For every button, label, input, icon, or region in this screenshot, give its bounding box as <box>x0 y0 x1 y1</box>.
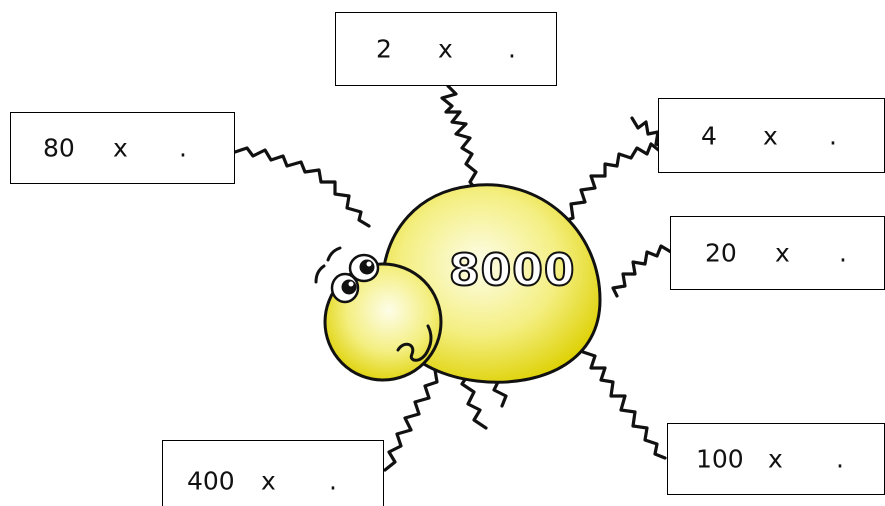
leg-bottom-mid2 <box>492 376 508 408</box>
box-bottom-right-dot: . <box>836 444 844 474</box>
box-bottom-left-number: 400 <box>187 466 235 496</box>
leg-right-top-tip <box>630 116 668 150</box>
center-number: 8000 <box>448 245 576 297</box>
box-left-dot: . <box>179 133 187 163</box>
box-right-mid-number: 20 <box>705 238 737 268</box>
box-left-times: x <box>113 133 128 163</box>
expr-box-bottom-right: 100 x . <box>667 423 885 495</box>
expr-box-right-mid: 20 x . <box>670 216 885 290</box>
box-right-top-times: x <box>763 121 778 150</box>
expr-box-right-top: 4 x . <box>658 98 885 173</box>
box-top-times: x <box>438 34 453 64</box>
leg-bottom-mid <box>460 370 488 430</box>
eyes-icon <box>330 253 380 304</box>
box-left-number: 80 <box>43 133 75 163</box>
box-right-top-dot: . <box>829 121 837 150</box>
leg-left <box>233 146 371 228</box>
mouth-icon <box>396 324 433 362</box>
box-right-top-number: 4 <box>701 121 717 150</box>
leg-bottom-right <box>581 350 667 460</box>
box-top-dot: . <box>508 34 516 64</box>
box-bottom-right-number: 100 <box>696 444 744 474</box>
leg-right-top <box>559 142 663 234</box>
box-top-number: 2 <box>376 34 392 64</box>
expr-box-top: 2 x . <box>335 12 557 86</box>
box-bottom-left-times: x <box>261 466 276 496</box>
expr-box-left: 80 x . <box>10 112 235 184</box>
box-right-mid-times: x <box>775 238 790 268</box>
box-bottom-right-times: x <box>768 444 783 474</box>
box-right-mid-dot: . <box>839 238 847 268</box>
expr-box-bottom-left: 400 x . <box>162 440 384 506</box>
leg-bottom-left <box>383 356 449 472</box>
leg-right-mid <box>611 244 673 298</box>
box-bottom-left-dot: . <box>329 466 337 496</box>
leg-top <box>440 84 480 208</box>
eyebrows-icon <box>314 246 342 284</box>
